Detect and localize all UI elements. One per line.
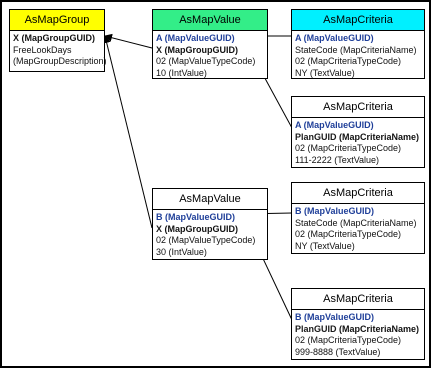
entity-asmapcriteria-a2: AsMapCriteria A (MapValueGUID) PlanGUID … [291,96,425,168]
entity-header: AsMapCriteria [292,10,424,31]
entity-header: AsMapCriteria [292,97,424,118]
field-row: 02 (MapCriteriaTypeCode) [295,229,402,239]
entity-header: AsMapCriteria [292,289,424,310]
entity-header: AsMapGroup [10,10,104,31]
field-row: FreeLookDays [13,44,72,55]
entity-asmapcriteria-a1: AsMapCriteria A (MapValueGUID) StateCode… [291,9,425,79]
entity-asmapvalue-b: AsMapValue B (MapValueGUID) X (MapGroupG… [152,188,268,260]
field-row: 999-8888 (TextValue) [295,346,381,357]
field-row: 10 (IntValue) [156,67,207,78]
entity-header: AsMapValue [153,189,267,210]
entity-asmapgroup: AsMapGroup X (MapGroupGUID) FreeLookDays… [9,9,107,72]
field-row: PlanGUID (MapCriteriaName) [295,323,420,334]
arrow-value-b-to-group [102,35,153,229]
field-row: X (MapGroupGUID) [156,223,239,234]
entity-asmapvalue-a: AsMapValue A (MapValueGUID) X (MapGroupG… [152,9,268,79]
arrow-value-a-to-group [104,33,153,49]
field-row: 02 (MapCriteriaTypeCode) [295,143,402,153]
field-row: PlanGUID (MapCriteriaName) [295,131,420,142]
field-row: 02 (MapCriteriaTypeCode) [295,56,402,66]
field-row: NY (TextValue) [295,240,355,251]
entity-asmapcriteria-b1: AsMapCriteria B (MapValueGUID) StateCode… [291,182,425,254]
field-row: A (MapValueGUID) [295,33,374,43]
field-row: StateCode (MapCriteriaName) [295,217,417,228]
field-row: 02 (MapValueTypeCode) [156,56,256,66]
field-row: B (MapValueGUID) [295,312,375,322]
field-row: X (MapGroupGUID) [156,44,239,55]
field-row: 02 (MapValueTypeCode) [156,235,256,245]
field-row: A (MapValueGUID) [156,33,235,43]
field-row: X (MapGroupGUID) [13,33,96,43]
field-row: StateCode (MapCriteriaName) [295,44,417,55]
field-row: 02 (MapCriteriaTypeCode) [295,335,402,345]
field-row: B (MapValueGUID) [156,212,236,222]
field-row: 30 (IntValue) [156,246,207,257]
field-row: B (MapValueGUID) [295,206,375,216]
field-row: 111-2222 (TextValue) [295,154,380,165]
field-row: (MapGroupDescription) [13,56,107,66]
field-row: A (MapValueGUID) [295,120,374,130]
entity-header: AsMapCriteria [292,183,424,204]
entity-header: AsMapValue [153,10,267,31]
field-row: NY (TextValue) [295,67,355,78]
entity-asmapcriteria-b2: AsMapCriteria B (MapValueGUID) PlanGUID … [291,288,425,360]
